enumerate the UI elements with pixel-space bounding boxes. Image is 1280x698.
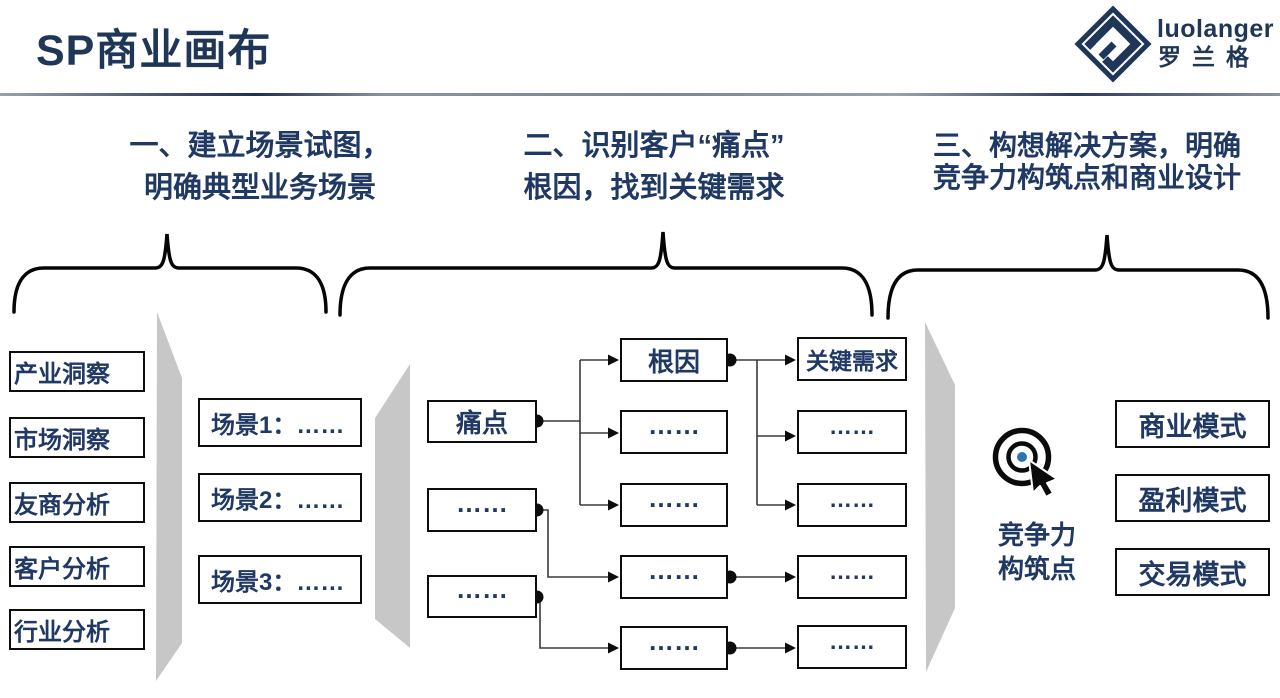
section-braces: [12, 231, 1270, 320]
insight-box-sector: 行业分析: [9, 609, 145, 650]
key-need-label: ……: [829, 412, 875, 439]
competitiveness-line1: 竞争力: [997, 520, 1076, 550]
pain-label: ……: [456, 487, 508, 518]
insight-box-competitor: 友商分析: [9, 482, 145, 523]
insight-label: 市场洞察: [14, 427, 110, 454]
pain-box-3: ……: [427, 574, 537, 618]
root-cause-label: ……: [648, 409, 700, 440]
key-need-label: ……: [829, 485, 875, 512]
step-2-line1: 二、识别客户“痛点”: [523, 130, 785, 162]
key-need-box-4: ……: [797, 555, 907, 599]
root-cause-label: 根因: [647, 346, 700, 377]
step-2-title: 二、识别客户“痛点” 根因，找到关键需求: [478, 125, 830, 209]
root-cause-box-5: ……: [620, 626, 728, 670]
funnel-wedge-right-icon: [925, 322, 955, 672]
funnel-wedge-left-icon: [156, 312, 182, 681]
step-3-line2: 竞争力构筑点和商业设计: [932, 162, 1241, 193]
insight-box-industry: 产业洞察: [9, 351, 145, 392]
brace-step1-icon: [12, 233, 328, 314]
competitiveness-line2: 构筑点: [997, 554, 1076, 584]
header-divider: [0, 93, 1280, 96]
pain-box-2: ……: [427, 488, 537, 532]
model-label: 交易模式: [1138, 559, 1247, 590]
target-cursor-icon: [992, 427, 1058, 498]
step-3-title: 三、构想解决方案，明确 竞争力构筑点和商业设计: [894, 130, 1280, 194]
root-cause-label: ……: [648, 554, 700, 585]
step-1-line2: 明确典型业务场景: [143, 172, 376, 204]
funnel-wedge-middle-icon: [375, 364, 410, 648]
model-label: 商业模式: [1138, 411, 1247, 442]
logo-name: luolanger: [1157, 15, 1275, 43]
model-box-transaction: 交易模式: [1115, 548, 1270, 596]
insight-label: 产业洞察: [14, 361, 110, 388]
scenario-box-2: 场景2：……: [198, 473, 362, 522]
key-need-box-3: ……: [797, 483, 907, 527]
root-cause-box-1: 根因: [620, 338, 728, 382]
scenario-box-1: 场景1：……: [198, 398, 362, 447]
model-box-profit: 盈利模式: [1115, 474, 1270, 522]
step-1-title: 一、建立场景试图， 明确典型业务场景: [88, 125, 432, 209]
key-need-box-1: 关键需求: [797, 337, 907, 381]
root-cause-box-4: ……: [620, 555, 728, 599]
insight-label: 行业分析: [14, 619, 110, 646]
model-label: 盈利模式: [1138, 485, 1247, 516]
key-need-label: ……: [829, 557, 875, 584]
step-1-line1: 一、建立场景试图，: [129, 130, 391, 162]
insight-label: 客户分析: [14, 556, 110, 583]
insight-box-customer: 客户分析: [9, 546, 145, 587]
key-need-box-5: ……: [797, 625, 907, 669]
insight-label: 友商分析: [14, 492, 110, 519]
luolanger-logo-icon: [1074, 5, 1152, 83]
root-cause-label: ……: [648, 482, 700, 513]
root-cause-box-3: ……: [620, 483, 728, 527]
brace-step3-icon: [886, 234, 1270, 320]
pain-label: ……: [456, 574, 508, 605]
key-need-label: 关键需求: [806, 348, 898, 374]
pain-box-1: 痛点: [427, 400, 537, 443]
insight-box-market: 市场洞察: [9, 417, 145, 458]
page-title: SP商业画布: [36, 27, 272, 75]
logo-name-chinese: 罗兰格: [1158, 44, 1260, 70]
pain-label: 痛点: [455, 408, 508, 438]
scenario-label: 场景2：……: [211, 487, 345, 514]
root-cause-box-2: ……: [620, 410, 728, 454]
model-box-business: 商业模式: [1115, 400, 1270, 448]
scenario-label: 场景1：……: [211, 412, 345, 439]
step-2-line2: 根因，找到关键需求: [523, 172, 785, 204]
key-need-label: ……: [829, 627, 875, 654]
key-need-box-2: ……: [797, 410, 907, 454]
arrowheads: [608, 354, 796, 654]
scenario-box-3: 场景3：……: [198, 555, 362, 604]
root-cause-label: ……: [648, 625, 700, 656]
step-3-line1: 三、构想解决方案，明确: [932, 130, 1241, 161]
scenario-label: 场景3：……: [211, 569, 345, 596]
competitiveness-label: 竞争力 构筑点: [962, 518, 1112, 586]
brace-step2-icon: [338, 231, 874, 317]
